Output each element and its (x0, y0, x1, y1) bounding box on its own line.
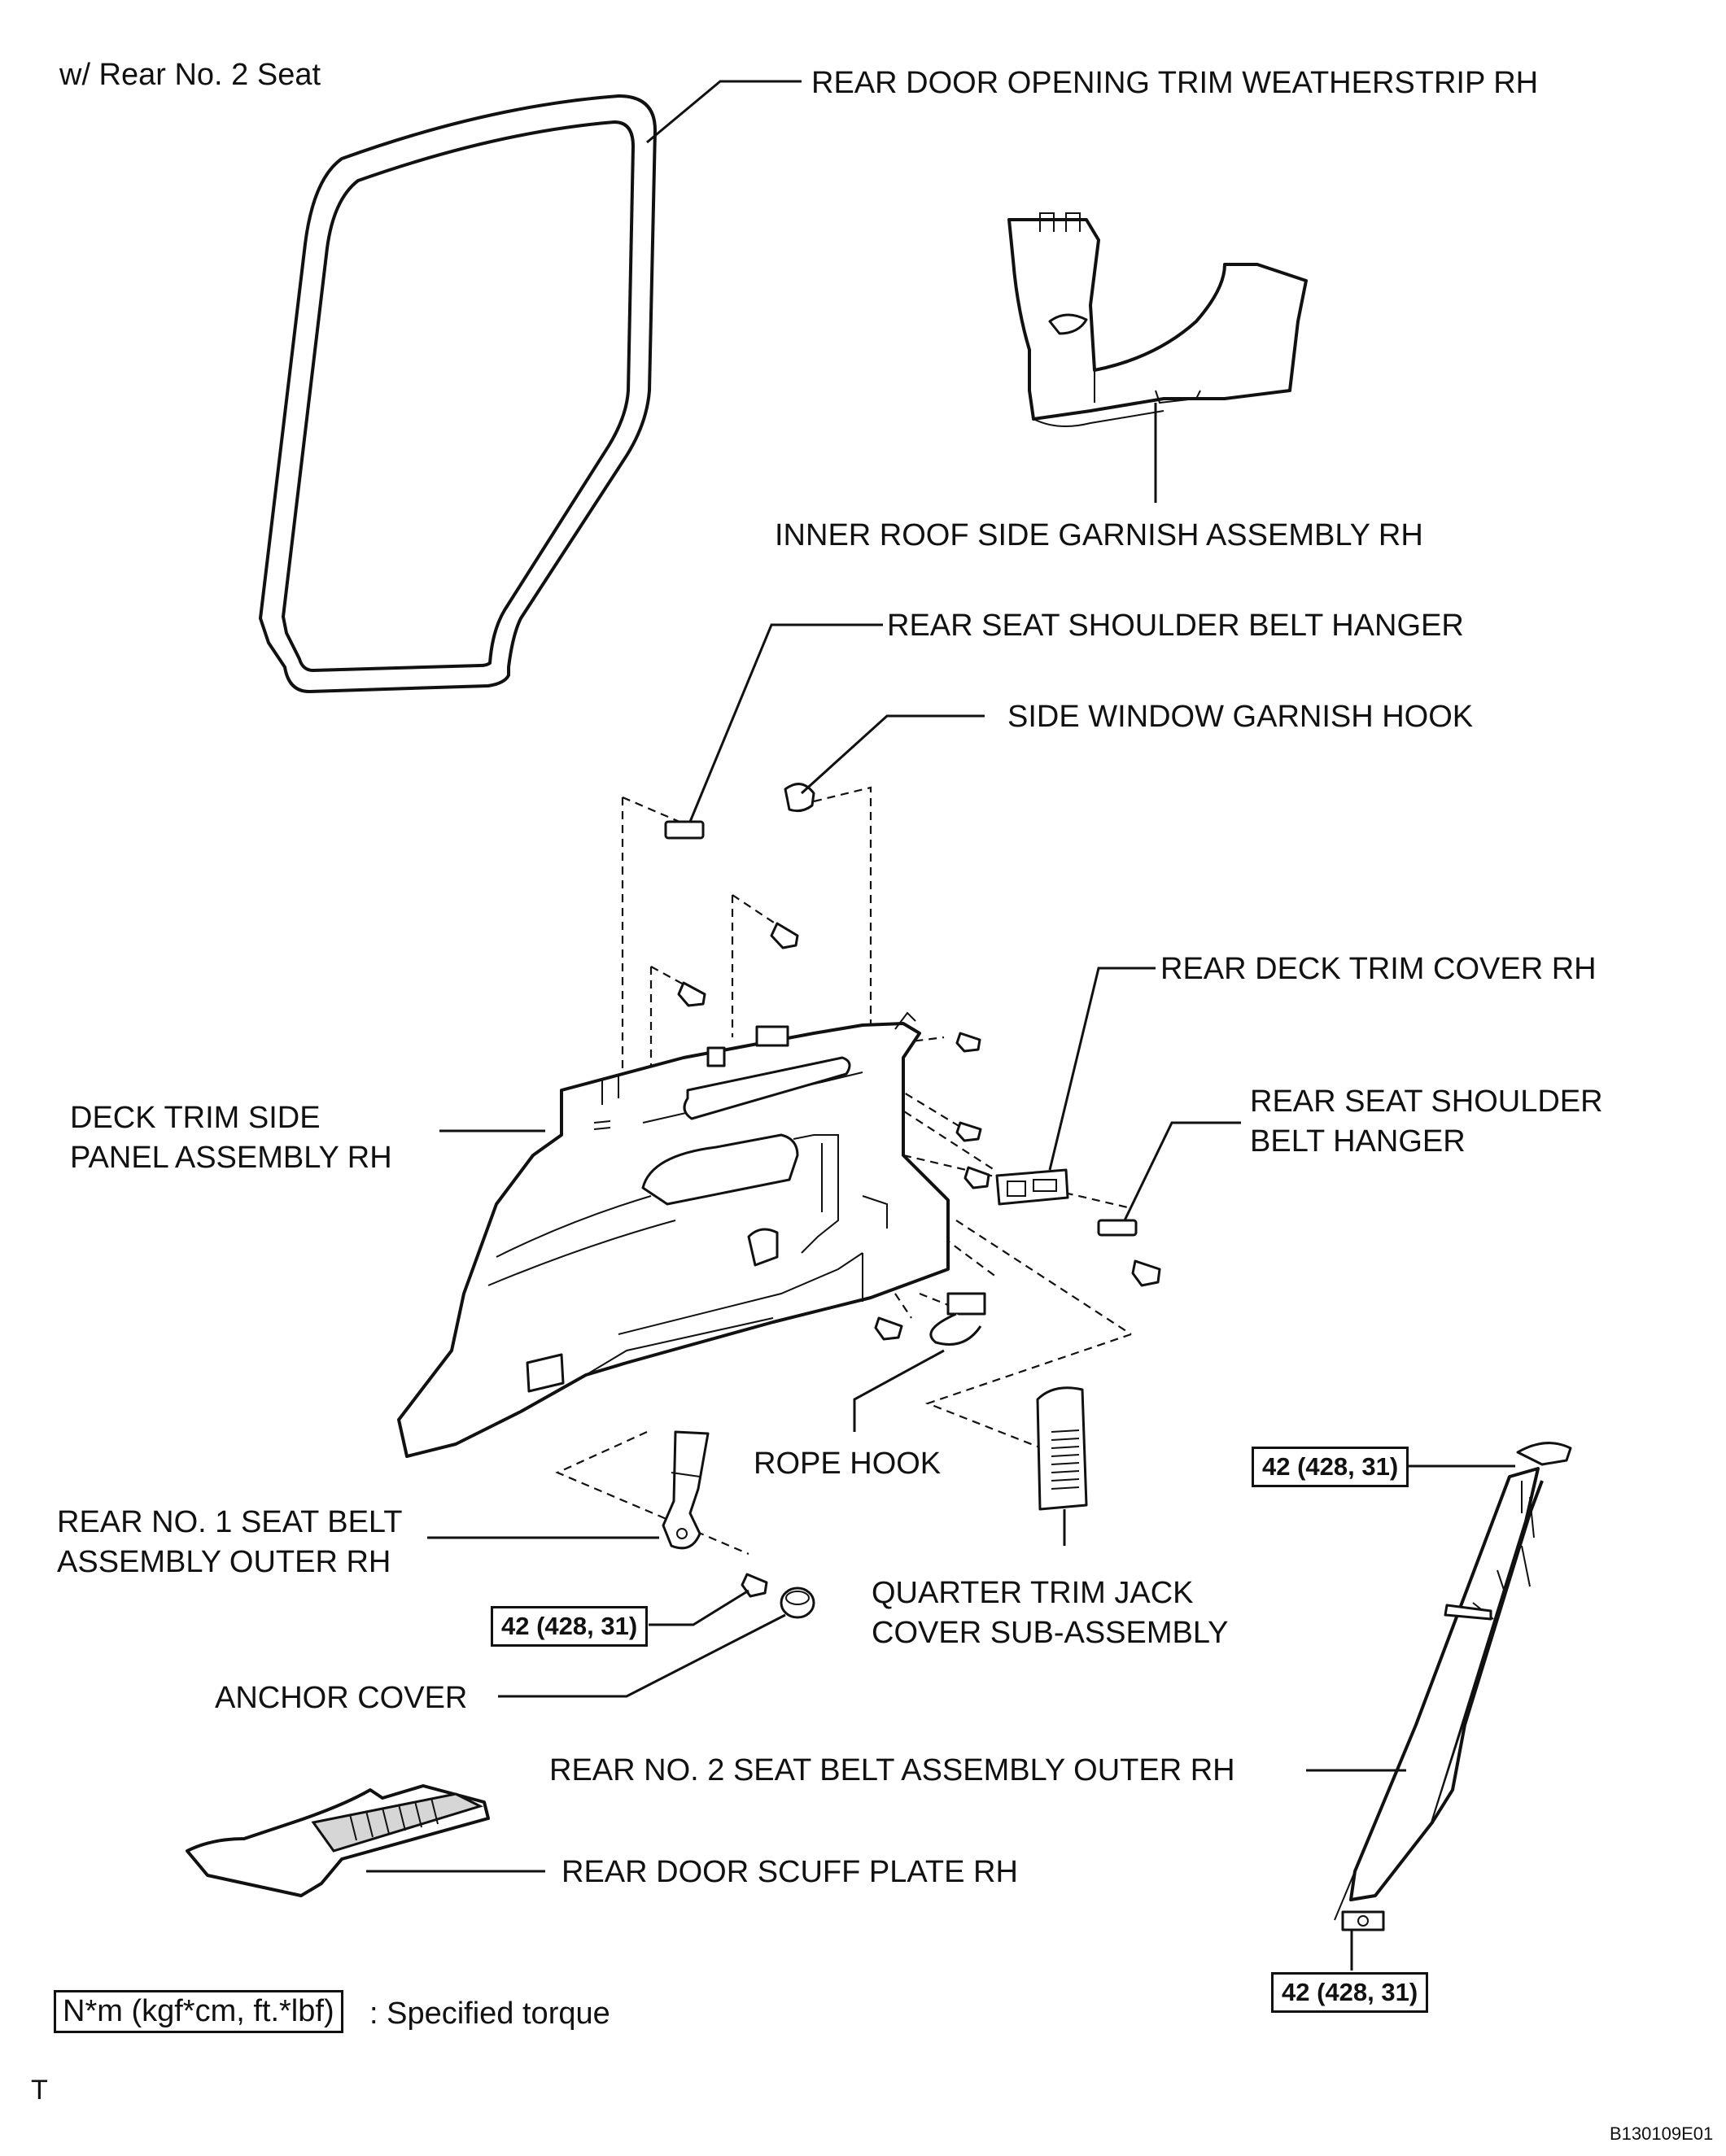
corner-mark: T (31, 2075, 48, 2106)
label-weatherstrip: REAR DOOR OPENING TRIM WEATHERSTRIP RH (811, 66, 1539, 100)
weatherstrip-leader (646, 80, 802, 144)
side-window-hook-part (784, 783, 815, 813)
rear-no2-belt-part (1334, 1442, 1572, 1931)
torque-box-no2-lower: 42 (428, 31) (1271, 1972, 1429, 2013)
shoulder-belt-hanger-right-part (1097, 1219, 1138, 1237)
torque-no1-leader (649, 1589, 749, 1626)
rear-deck-trim-cover-leader (1048, 967, 1156, 1171)
weatherstrip-part (259, 94, 657, 693)
label-rear-no1-belt: REAR NO. 1 SEAT BELT ASSEMBLY OUTER RH (57, 1505, 403, 1579)
label-shoulder-belt-hanger-right: REAR SEAT SHOULDER BELT HANGER (1250, 1085, 1603, 1159)
rope-hook-part (929, 1292, 986, 1346)
scuff-plate-part (186, 1784, 490, 1897)
anchor-cover-leader (498, 1613, 786, 1698)
figure-code: B130109E01 (1610, 2123, 1714, 2144)
label-shoulder-belt-hanger-top: REAR SEAT SHOULDER BELT HANGER (887, 609, 1464, 643)
label-scuff-plate: REAR DOOR SCUFF PLATE RH (561, 1855, 1018, 1889)
shoulder-belt-hanger-top-part (664, 820, 705, 840)
rear-deck-trim-cover-part (995, 1168, 1069, 1206)
torque-box-no1-anchor: 42 (428, 31) (491, 1606, 649, 1647)
legend-torque-unit: N*m (kgf*cm, ft.*lbf) (54, 1990, 343, 2033)
anchor-cover-part (780, 1586, 815, 1619)
rope-hook-leader (853, 1349, 945, 1432)
condition-note: w/ Rear No. 2 Seat (59, 58, 321, 92)
shoulder-belt-hanger-top-leader (688, 623, 883, 823)
inner-roof-garnish-part (1007, 212, 1308, 427)
legend-description: : Specified torque (369, 1997, 610, 2031)
rear-no1-belt-part (662, 1430, 710, 1550)
label-rear-deck-trim-cover: REAR DECK TRIM COVER RH (1160, 952, 1597, 986)
label-rear-no2-belt: REAR NO. 2 SEAT BELT ASSEMBLY OUTER RH (549, 1753, 1235, 1787)
quarter-jack-cover-part (1036, 1386, 1088, 1511)
bolt-icons (677, 922, 1161, 1598)
label-rope-hook: ROPE HOOK (754, 1447, 942, 1481)
torque-box-no2-upper: 42 (428, 31) (1252, 1447, 1409, 1487)
label-inner-roof-garnish: INNER ROOF SIDE GARNISH ASSEMBLY RH (775, 518, 1423, 552)
deck-trim-panel-part (397, 1011, 950, 1458)
shoulder-belt-hanger-right-leader (1123, 1121, 1241, 1221)
label-anchor-cover: ANCHOR COVER (215, 1681, 468, 1715)
label-side-window-hook: SIDE WINDOW GARNISH HOOK (1007, 700, 1474, 734)
label-deck-trim-panel: DECK TRIM SIDE PANEL ASSEMBLY RH (70, 1101, 392, 1175)
label-quarter-jack-cover: QUARTER TRIM JACK COVER SUB-ASSEMBLY (872, 1576, 1229, 1650)
side-window-hook-leader (800, 714, 985, 795)
